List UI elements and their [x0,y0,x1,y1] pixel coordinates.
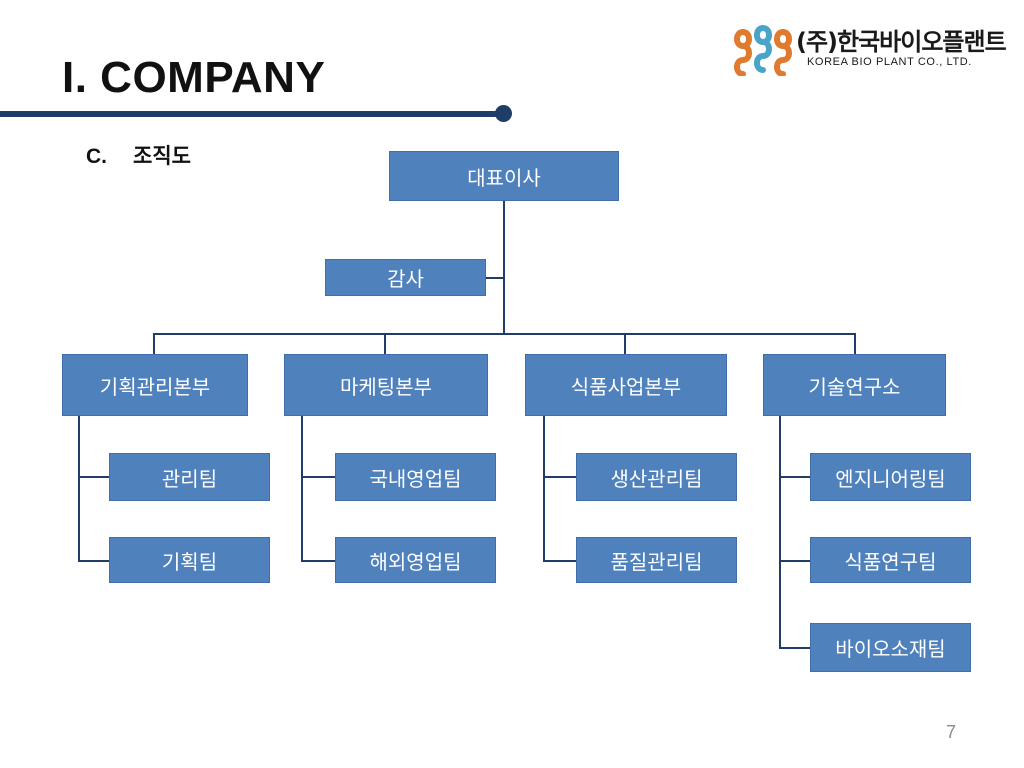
connector-team [543,560,576,562]
org-box-team: 생산관리팀 [576,453,737,501]
connector-auditor [486,277,504,279]
org-box-team: 품질관리팀 [576,537,737,583]
org-box-division-research: 기술연구소 [763,354,946,416]
org-box-team: 관리팀 [109,453,270,501]
connector-team [543,476,576,478]
connector-ceo-trunk [503,200,505,334]
logo-name-english: KOREA BIO PLANT CO., LTD. [807,56,972,68]
org-box-division-marketing: 마케팅본부 [284,354,488,416]
page-title: I. COMPANY [62,53,326,102]
connector-team-trunk-1 [78,415,80,561]
logo-mark-icon [734,25,792,76]
title-underline [0,111,504,117]
connector-team-trunk-3 [543,415,545,561]
section-title: 조직도 [133,144,191,168]
connector-team [78,560,109,562]
section-heading: C. 조직도 [86,140,191,170]
connector-team [779,647,810,649]
org-box-auditor: 감사 [325,259,486,296]
connector-division-4 [854,333,856,355]
org-box-team: 엔지니어링팀 [810,453,971,501]
connector-division-1 [153,333,155,355]
org-box-ceo: 대표이사 [389,151,619,201]
connector-team-trunk-4 [779,415,781,649]
connector-division-bar [153,333,856,335]
connector-team [78,476,109,478]
connector-division-2 [384,333,386,355]
logo-name-korean: (주)한국바이오플랜트 [796,28,1007,56]
org-box-division-food: 식품사업본부 [525,354,727,416]
company-logo [734,25,792,76]
org-box-team: 해외영업팀 [335,537,496,583]
org-box-team: 기획팀 [109,537,270,583]
connector-team [779,476,810,478]
org-box-team: 국내영업팀 [335,453,496,501]
org-box-division-planning: 기획관리본부 [62,354,248,416]
connector-team [301,476,335,478]
title-underline-dot [495,105,512,122]
connector-division-3 [624,333,626,355]
connector-team [301,560,335,562]
connector-team [779,560,810,562]
org-box-team: 바이오소재팀 [810,623,971,672]
connector-team-trunk-2 [301,415,303,561]
org-box-team: 식품연구팀 [810,537,971,583]
page-number: 7 [946,722,957,742]
section-number: C. [86,145,107,168]
